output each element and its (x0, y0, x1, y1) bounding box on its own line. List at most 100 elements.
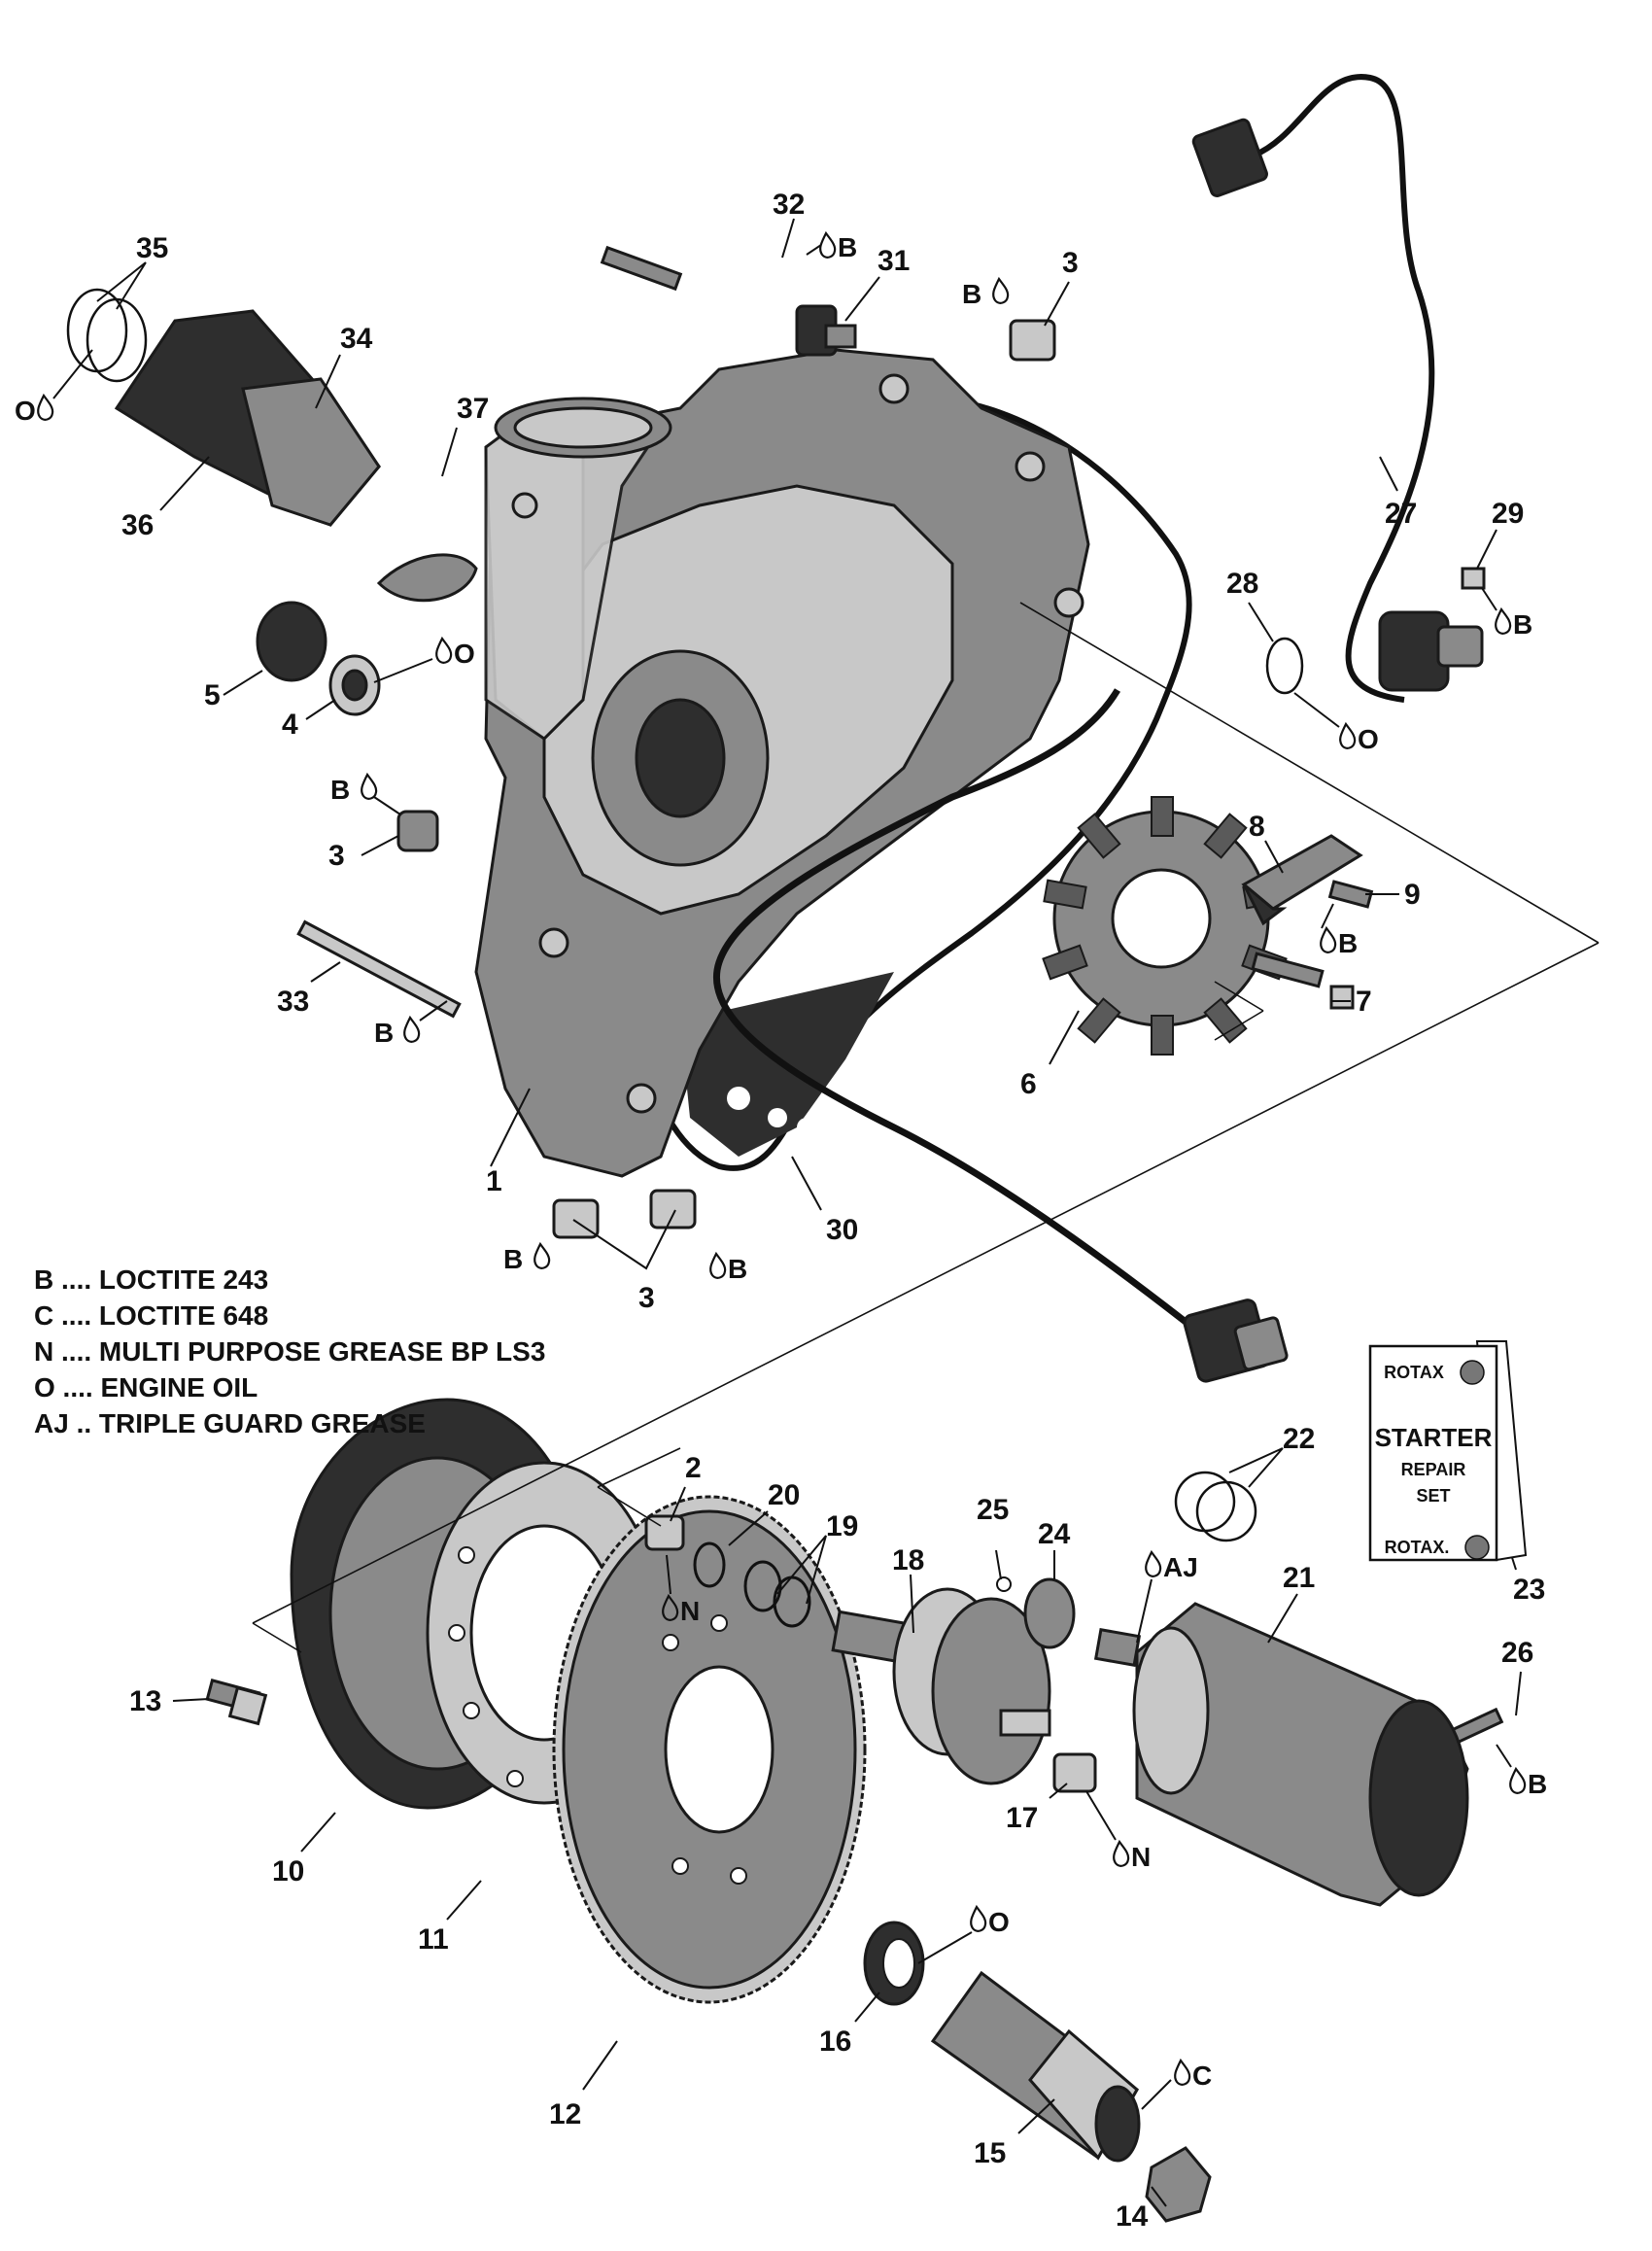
svg-text:B: B (1528, 1769, 1547, 1799)
callout-35: 35 (96, 232, 168, 310)
callouts: 1 2 3 3 3 4 5 6 7 8 9 10 11 12 13 14 15 … (96, 189, 1545, 2233)
marker-b-3-bottom-left: B (503, 1241, 551, 1274)
svg-text:32: 32 (773, 189, 805, 221)
svg-text:9: 9 (1404, 879, 1421, 911)
callout-6: 6 (1020, 1010, 1080, 1100)
svg-text:3: 3 (1062, 247, 1079, 279)
svg-text:B: B (962, 279, 981, 309)
callout-4: 4 (282, 699, 336, 741)
callout-22: 22 (1228, 1423, 1315, 1488)
marker-b-32: B (806, 230, 857, 262)
callout-27: 27 (1379, 456, 1417, 530)
svg-text:11: 11 (418, 1923, 449, 1956)
stator-6 (1042, 796, 1288, 1056)
callout-28: 28 (1226, 568, 1274, 642)
svg-text:30: 30 (826, 1214, 858, 1246)
brand-badge-icon (1464, 1535, 1490, 1560)
svg-text:25: 25 (977, 1494, 1009, 1526)
legend-row-b: B .... LOCTITE 243 (34, 1264, 268, 1295)
callout-33: 33 (277, 961, 341, 1018)
marker-aj-24: AJ (1136, 1549, 1198, 1644)
kit-line-set: SET (1416, 1486, 1450, 1506)
callout-36: 36 (121, 456, 210, 541)
svg-text:B: B (1338, 928, 1358, 958)
callout-7: 7 (1331, 986, 1372, 1018)
callout-34: 34 (315, 323, 373, 409)
marker-b-3-left: B (330, 772, 401, 815)
magneto-housing-1 (474, 348, 1090, 1178)
svg-text:O: O (1358, 724, 1379, 754)
callout-5: 5 (204, 670, 263, 711)
svg-text:24: 24 (1038, 1518, 1071, 1550)
marker-o-28: O (1293, 692, 1379, 754)
callout-30: 30 (791, 1156, 858, 1246)
svg-text:O: O (454, 639, 475, 669)
svg-text:26: 26 (1501, 1637, 1533, 1669)
double-gear-18 (831, 1587, 1051, 1785)
svg-text:23: 23 (1513, 1574, 1545, 1606)
svg-text:22: 22 (1283, 1423, 1315, 1455)
svg-text:O: O (988, 1907, 1010, 1937)
kit-brand-bottom: ROTAX. (1385, 1538, 1450, 1557)
harness-wire (713, 688, 1289, 1383)
svg-text:17: 17 (1006, 1802, 1038, 1834)
svg-text:B: B (374, 1018, 394, 1048)
svg-text:29: 29 (1492, 498, 1524, 530)
svg-text:8: 8 (1249, 811, 1265, 843)
svg-text:28: 28 (1226, 568, 1258, 600)
svg-text:B: B (728, 1254, 747, 1284)
callout-13: 13 (129, 1685, 210, 1717)
legend-row-n: N .... MULTI PURPOSE GREASE BP LS3 (34, 1336, 545, 1367)
callout-9: 9 (1365, 879, 1421, 911)
svg-text:7: 7 (1356, 986, 1372, 1018)
callout-18: 18 (892, 1544, 924, 1634)
svg-text:18: 18 (892, 1544, 924, 1576)
callout-37: 37 (441, 393, 489, 477)
svg-text:3: 3 (328, 840, 345, 872)
air-duct-34 (66, 288, 478, 603)
callout-15: 15 (974, 2098, 1055, 2169)
marker-o-35: O (15, 349, 93, 426)
marker-b-3-bottom-right: B (709, 1251, 747, 1284)
callout-11: 11 (418, 1880, 482, 1956)
svg-text:C: C (1192, 2061, 1212, 2091)
svg-text:36: 36 (121, 509, 154, 541)
svg-text:AJ: AJ (1163, 1552, 1198, 1582)
svg-text:2: 2 (685, 1452, 702, 1484)
svg-text:B: B (1513, 609, 1532, 640)
marker-b-3-top: B (962, 276, 1010, 309)
marker-b-29: B (1481, 587, 1532, 640)
marker-n-17: N (1085, 1790, 1151, 1872)
seal-5-bearing-4 (256, 601, 381, 716)
svg-text:15: 15 (974, 2137, 1006, 2169)
callout-31: 31 (844, 245, 910, 322)
svg-text:20: 20 (768, 1479, 800, 1511)
callout-32: 32 (773, 189, 805, 259)
svg-text:27: 27 (1385, 498, 1417, 530)
callout-2: 2 (670, 1452, 702, 1522)
svg-text:6: 6 (1020, 1068, 1037, 1100)
svg-text:12: 12 (549, 2098, 581, 2130)
svg-text:21: 21 (1283, 1562, 1315, 1594)
svg-text:16: 16 (819, 2026, 851, 2058)
svg-text:B: B (503, 1244, 523, 1274)
callout-3-left: 3 (328, 835, 399, 872)
callout-10: 10 (272, 1812, 336, 1887)
callout-20: 20 (728, 1479, 800, 1546)
kit-title: STARTER (1375, 1423, 1493, 1452)
starter-repair-set-kit: ROTAX STARTER REPAIR SET ROTAX. (1368, 1340, 1528, 1562)
pinion-24 (996, 1576, 1076, 1649)
svg-text:35: 35 (136, 232, 168, 264)
screws (205, 245, 1504, 1747)
brand-badge-icon (1460, 1360, 1485, 1385)
callout-29: 29 (1476, 498, 1524, 570)
legend: B .... LOCTITE 243 C .... LOCTITE 648 N … (34, 1264, 545, 1438)
marker-b-33: B (374, 1000, 448, 1048)
o-ring-28 (1265, 637, 1304, 695)
markers: B B O O B O B B B B B N AJ N B O C (15, 230, 1547, 2110)
callout-19: 19 (776, 1510, 858, 1605)
svg-text:13: 13 (129, 1685, 161, 1717)
illustration (66, 74, 1600, 2223)
legend-row-aj: AJ .. TRIPLE GUARD GREASE (34, 1408, 426, 1438)
